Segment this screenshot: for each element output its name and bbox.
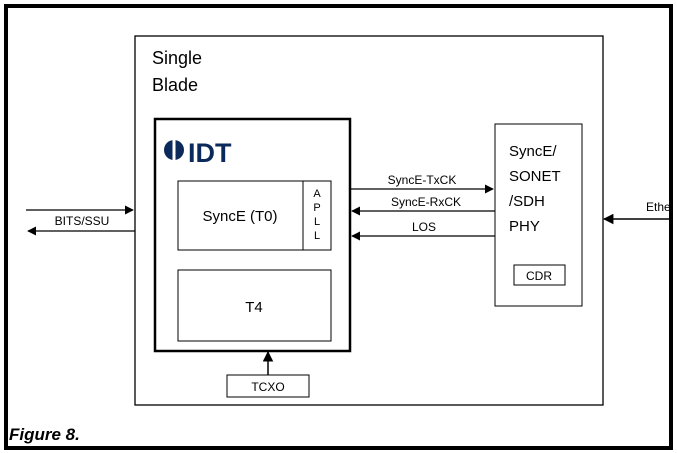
synce-rxck-label: SyncE-RxCK [391, 195, 461, 209]
t4-label: T4 [245, 299, 263, 316]
idt-logo: IDT [164, 138, 232, 168]
apll-letter-a: A [313, 188, 321, 200]
apll-letter-l1: L [314, 216, 320, 228]
bits-ssu-label: BITS/SSU [55, 214, 110, 228]
apll-letter-l2: L [314, 230, 320, 242]
figure-caption: Figure 8. [9, 425, 80, 444]
ethernet-label: Ethe [646, 200, 671, 214]
phy-line1: SyncE/ [509, 143, 557, 160]
synce-txck-label: SyncE-TxCK [388, 173, 457, 187]
figure-frame [4, 4, 673, 450]
phy-block [494, 123, 583, 307]
idt-device-box [153, 117, 352, 353]
cdr-block [513, 264, 566, 286]
phy-line2: SONET [509, 168, 561, 185]
los-label: LOS [412, 220, 436, 234]
synce-t0-block [177, 180, 332, 251]
blade-title-line2: Blade [152, 75, 198, 95]
idt-logo-icon-gap [172, 138, 176, 162]
tcxo-label: TCXO [251, 380, 284, 394]
blade-title-line1: Single [152, 48, 202, 68]
phy-line4: PHY [509, 218, 540, 235]
t4-block [177, 269, 332, 342]
cdr-label: CDR [526, 269, 552, 283]
synce-t0-label: SyncE (T0) [202, 208, 277, 225]
idt-logo-text: IDT [188, 138, 232, 168]
apll-letter-p: P [313, 202, 320, 214]
phy-line3: /SDH [509, 193, 545, 210]
